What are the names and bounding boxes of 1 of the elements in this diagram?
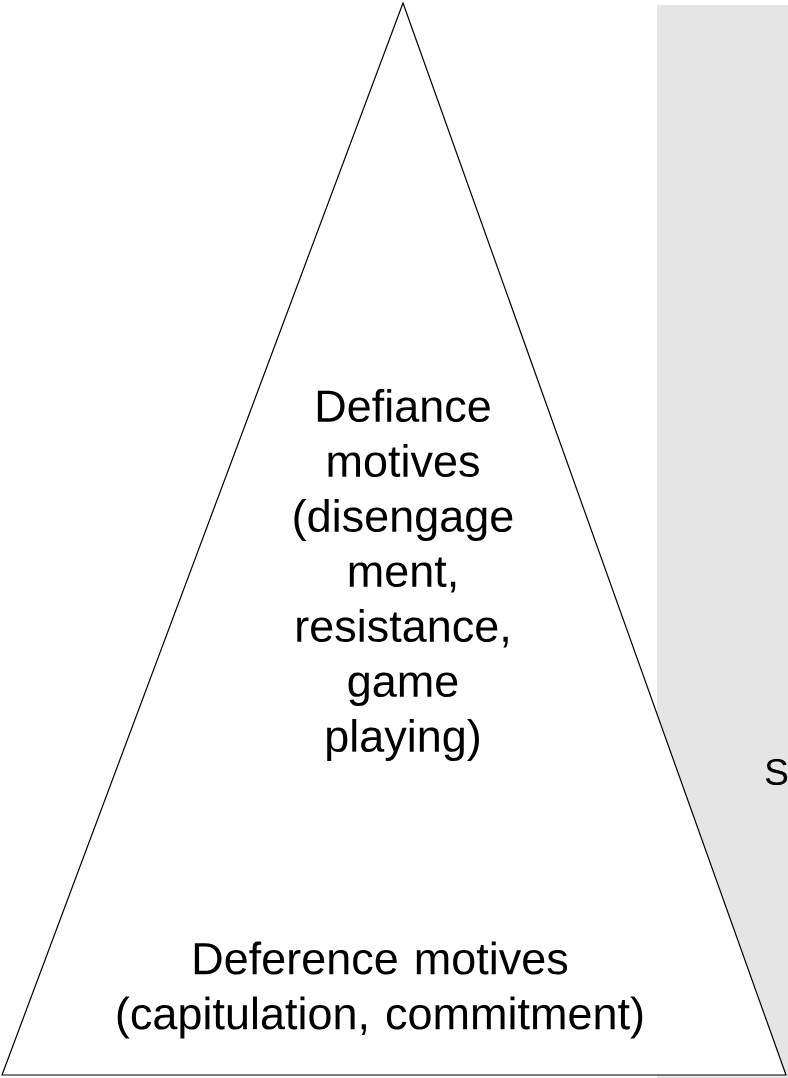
panel-text: S <box>765 758 788 786</box>
